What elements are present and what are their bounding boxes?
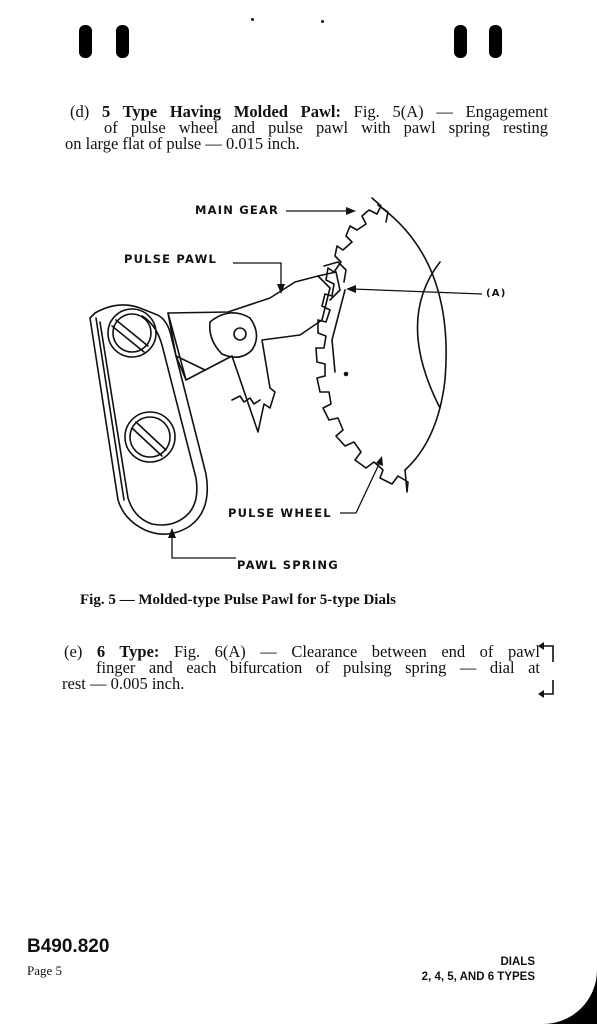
footer-title-line1: DIALS — [500, 956, 536, 968]
figure-caption: Fig. 5 — Molded-type Pulse Pawl for 5-ty… — [80, 592, 396, 608]
section-d-line2: of pulse wheel and pulse pawl with pawl … — [104, 118, 548, 137]
speck — [321, 20, 324, 23]
footer-title-line2: 2, 4, 5, AND 6 TYPES — [421, 971, 535, 983]
section-e-line3: rest — 0.005 inch. — [62, 674, 185, 693]
document-number: B490.820 — [27, 936, 110, 957]
section-e-line1: Fig. 6(A) — Clearance between end of paw… — [173, 642, 541, 661]
main-gear-label: MAIN GEAR — [195, 203, 280, 217]
footer-title: DIALS 2, 4, 5, AND 6 TYPES — [422, 955, 535, 985]
section-e-label: (e) — [64, 642, 83, 661]
a-marker-label: (A) — [486, 288, 507, 299]
punch-hole — [489, 25, 502, 58]
speck — [251, 18, 254, 21]
section-d-line1: Fig. 5(A) — Engagement — [353, 102, 549, 121]
section-d-title: 5 Type Having Molded Pawl: — [101, 102, 341, 121]
pulse-wheel-label: PULSE WHEEL — [228, 506, 332, 520]
pulse-pawl-label: PULSE PAWL — [124, 252, 218, 266]
section-e-paragraph: (e) 6 Type: Fig. 6(A) — Clearance betwee… — [62, 642, 541, 693]
section-d-line3: on large flat of pulse — 0.015 inch. — [65, 134, 300, 153]
punch-hole — [116, 25, 129, 58]
section-e-title: 6 Type: — [96, 642, 160, 661]
punch-hole — [79, 25, 92, 58]
page-number: Page 5 — [27, 963, 63, 978]
pawl-spring-label: PAWL SPRING — [237, 558, 339, 572]
punch-hole — [454, 25, 467, 58]
section-d-label: (d) — [70, 102, 90, 121]
section-e-line2: finger and each bifurcation of pulsing s… — [96, 658, 540, 677]
section-d-paragraph: (d) 5 Type Having Molded Pawl: Fig. 5(A)… — [65, 102, 549, 152]
